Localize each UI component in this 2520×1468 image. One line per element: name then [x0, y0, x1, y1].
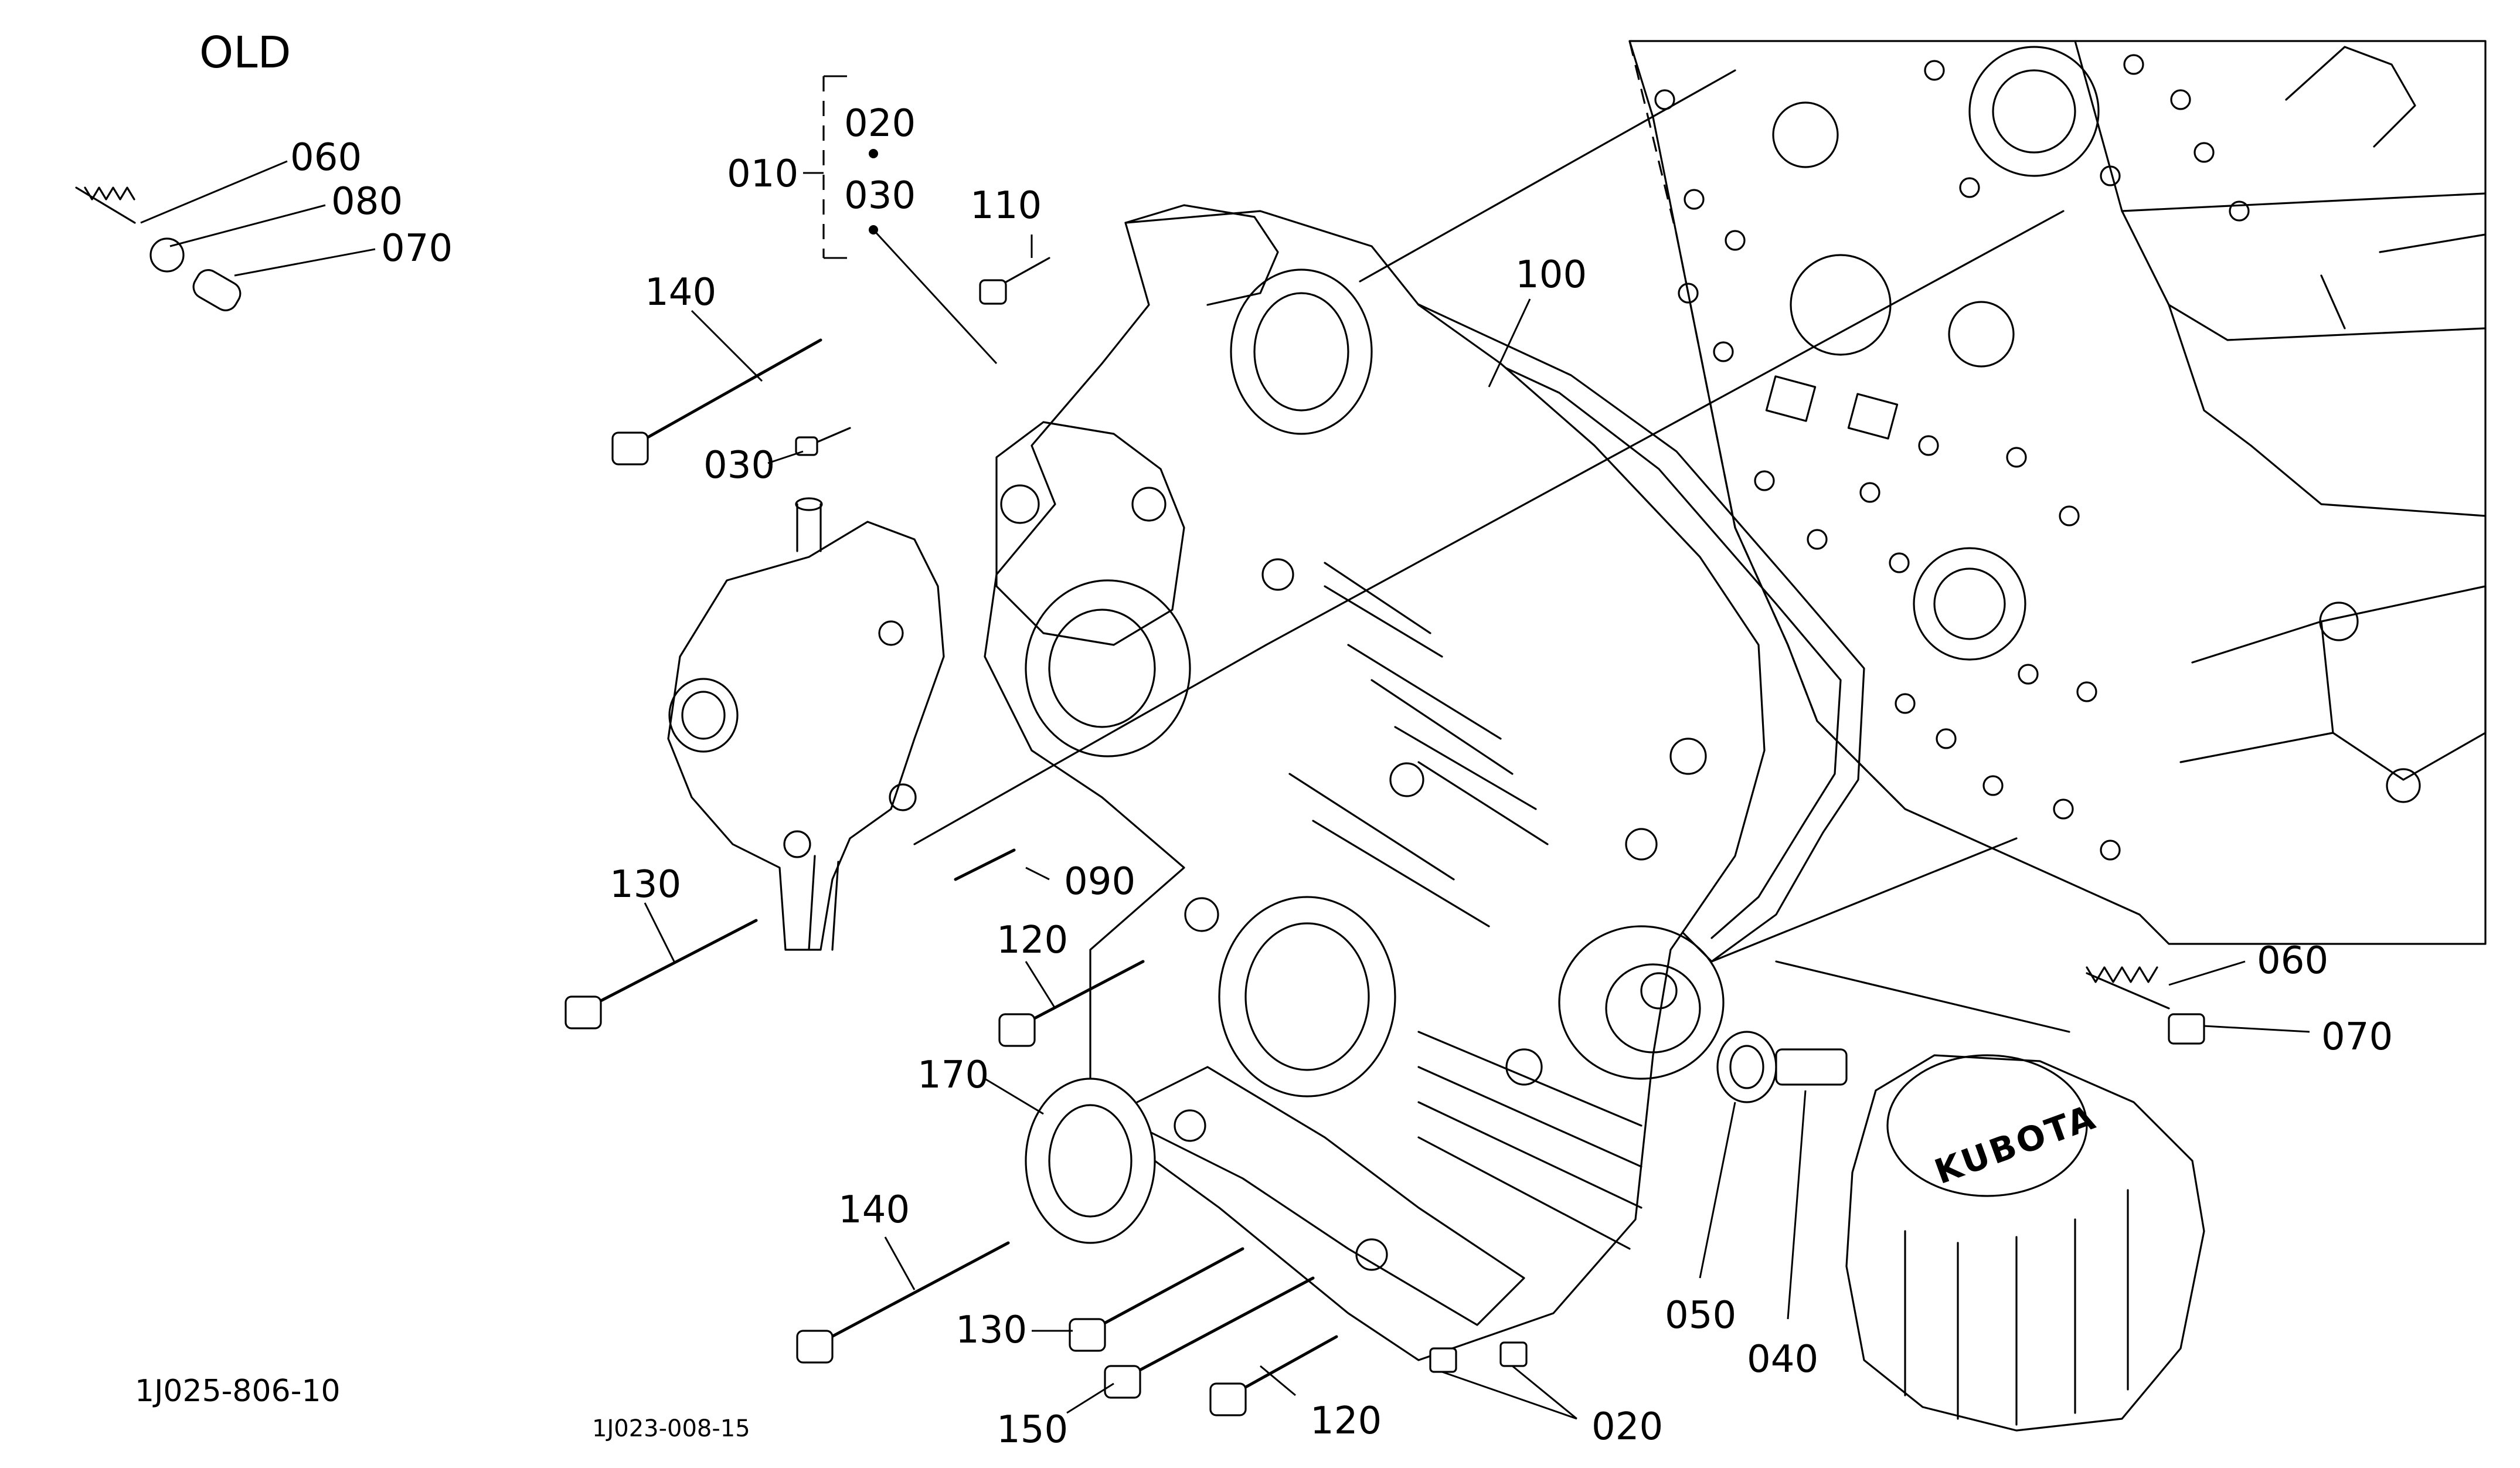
callout-030-top: 030 — [844, 174, 916, 218]
callout-labels: OLD 060 080 070 010 020 030 110 140 030 … — [135, 28, 2393, 1452]
callout-100: 100 — [1515, 253, 1587, 297]
callout-070: 070 — [2321, 1015, 2393, 1059]
old-callout-060: 060 — [290, 136, 362, 179]
callout-060: 060 — [2257, 939, 2328, 983]
leader-lines — [140, 69, 2310, 1420]
callout-130-left: 130 — [610, 863, 681, 906]
gear-case — [984, 204, 1766, 1361]
callout-170: 170 — [917, 1054, 989, 1097]
old-callout-080: 080 — [331, 180, 403, 223]
callout-090: 090 — [1064, 860, 1135, 903]
water-pump — [667, 497, 945, 951]
drawing-code-left: 1J025-806-10 — [135, 1374, 341, 1409]
drawing-code-center: 1J023-008-15 — [592, 1415, 750, 1442]
callout-110: 110 — [970, 184, 1042, 227]
callout-030-mid: 030 — [703, 444, 775, 487]
callout-140-top: 140 — [645, 271, 716, 314]
callout-010: 010 — [727, 152, 798, 196]
hardware-parts — [75, 186, 2205, 1416]
callout-120-mid: 120 — [997, 919, 1068, 962]
callout-040: 040 — [1747, 1338, 1818, 1381]
callout-150: 150 — [997, 1408, 1068, 1452]
old-label: OLD — [199, 28, 291, 78]
old-callout-070: 070 — [381, 227, 453, 270]
callout-050: 050 — [1665, 1294, 1736, 1337]
engine-block — [1628, 40, 2487, 945]
callout-140-bottom: 140 — [838, 1188, 910, 1232]
callout-020-top: 020 — [844, 102, 916, 145]
oil-filter: KUBOTA — [1845, 1054, 2205, 1432]
callout-020-bottom: 020 — [1591, 1405, 1663, 1449]
callout-130-bottom: 130 — [955, 1309, 1027, 1352]
callout-120-bottom: 120 — [1310, 1399, 1382, 1443]
